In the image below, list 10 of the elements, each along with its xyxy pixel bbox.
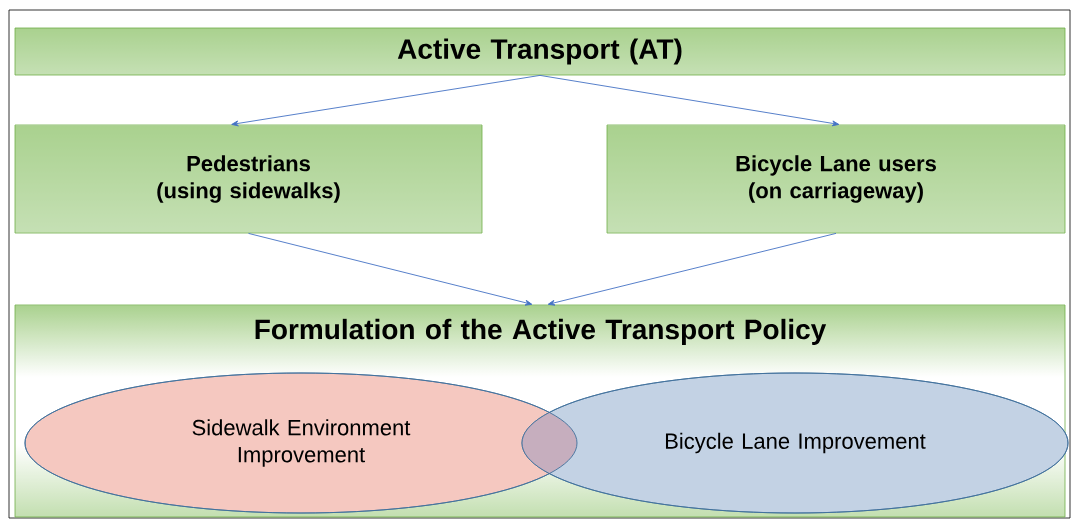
category-box: Bicycle Lane users (on carriageway): [606, 124, 1066, 234]
category-box: Pedestrians (using sidewalks): [14, 124, 483, 234]
arrow: [248, 232, 533, 306]
ellipse-label: Bicycle Lane Improvement: [666, 432, 926, 454]
topic-ellipse: [521, 372, 1069, 514]
ellipse-label: Sidewalk Environment Improvement: [192, 419, 411, 467]
arrow: [231, 74, 541, 127]
arrow: [539, 74, 840, 127]
title-box: Active Transport (AT): [14, 27, 1066, 76]
arrow: [547, 232, 837, 306]
